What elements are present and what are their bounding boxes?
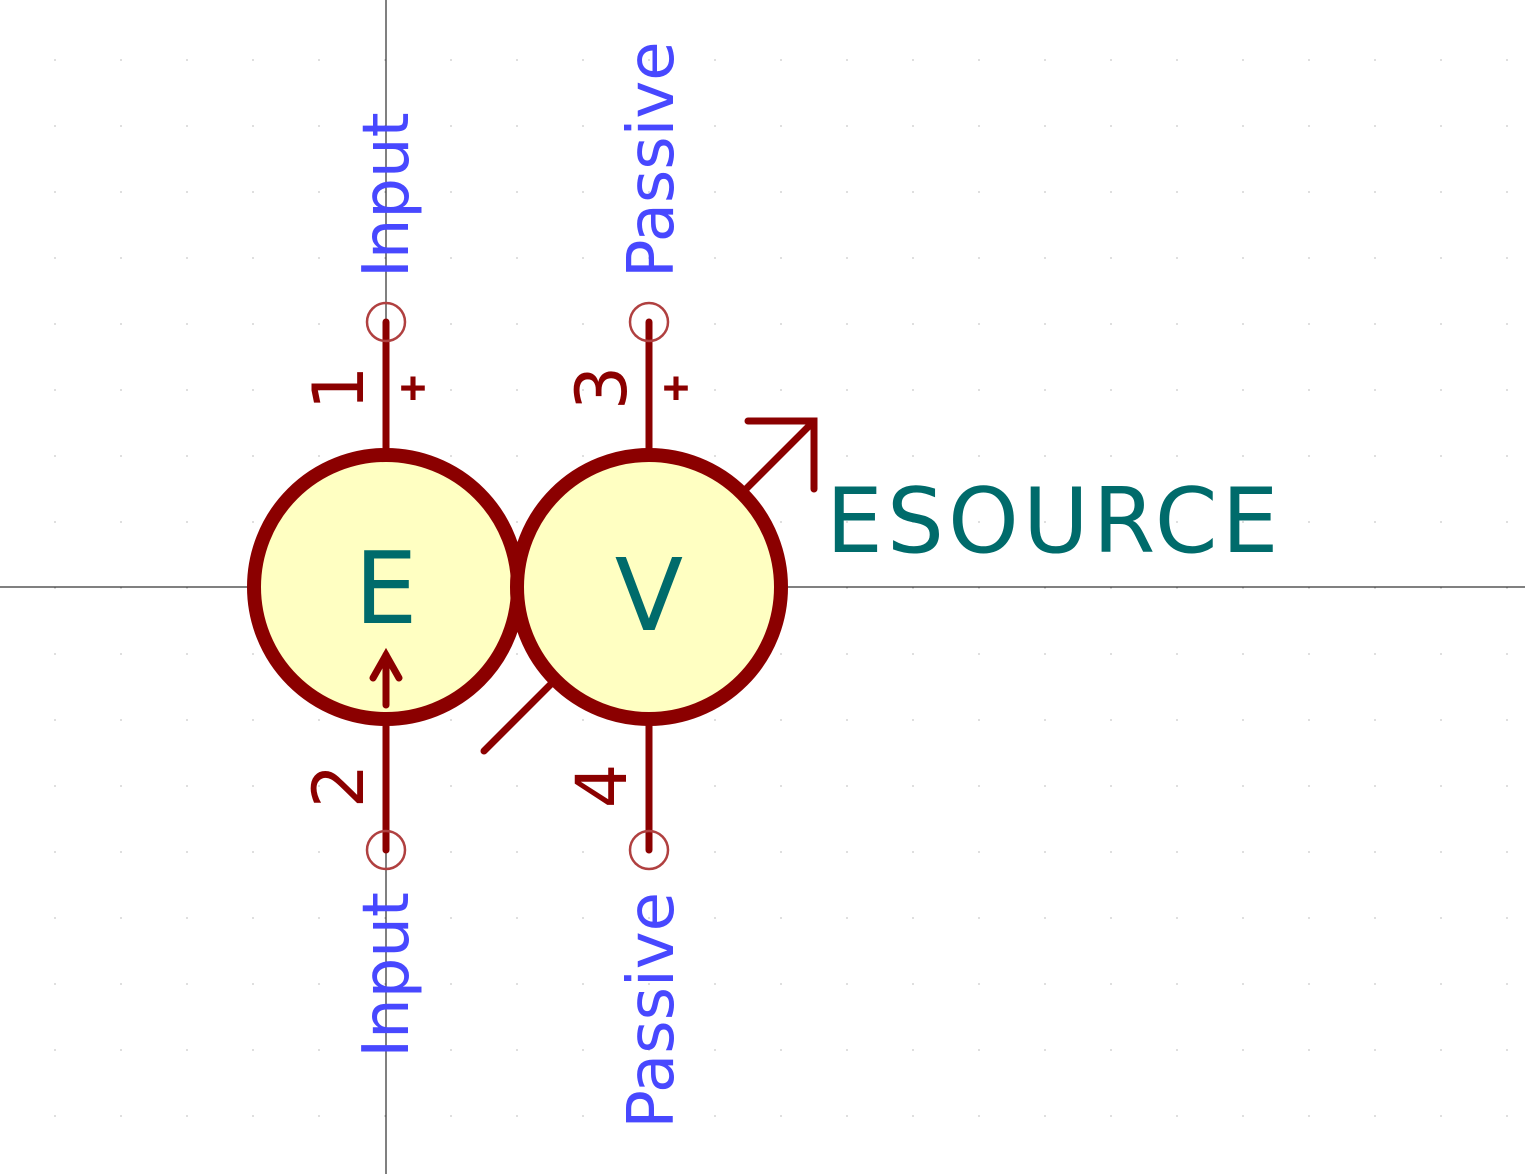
pin-3-number: 3 — [561, 366, 643, 411]
unit-v-letter: V — [615, 537, 683, 654]
unit-v-body[interactable] — [510, 448, 788, 726]
pin-4-type: Passive — [615, 892, 689, 1129]
sense-arrow-icon — [369, 647, 403, 709]
pin-1-endpoint[interactable] — [365, 301, 407, 343]
pin-2-endpoint[interactable] — [365, 829, 407, 871]
pin-1-polarity: + — [400, 362, 427, 413]
variable-arrow-icon — [480, 417, 818, 755]
pin-1-type: Input — [350, 112, 424, 278]
pin-3-endpoint[interactable] — [628, 301, 670, 343]
pin-1-number: 1 — [298, 366, 380, 411]
pin-2-number: 2 — [298, 764, 380, 809]
reference-label[interactable]: ESOURCE — [826, 469, 1282, 574]
unit-e-letter: E — [354, 530, 417, 647]
pin-3-type: Passive — [615, 41, 689, 278]
pin-2-type: Input — [350, 892, 424, 1058]
pin-4-number: 4 — [561, 764, 643, 809]
pin-4-endpoint[interactable] — [628, 829, 670, 871]
pin-3-polarity: + — [663, 362, 690, 413]
